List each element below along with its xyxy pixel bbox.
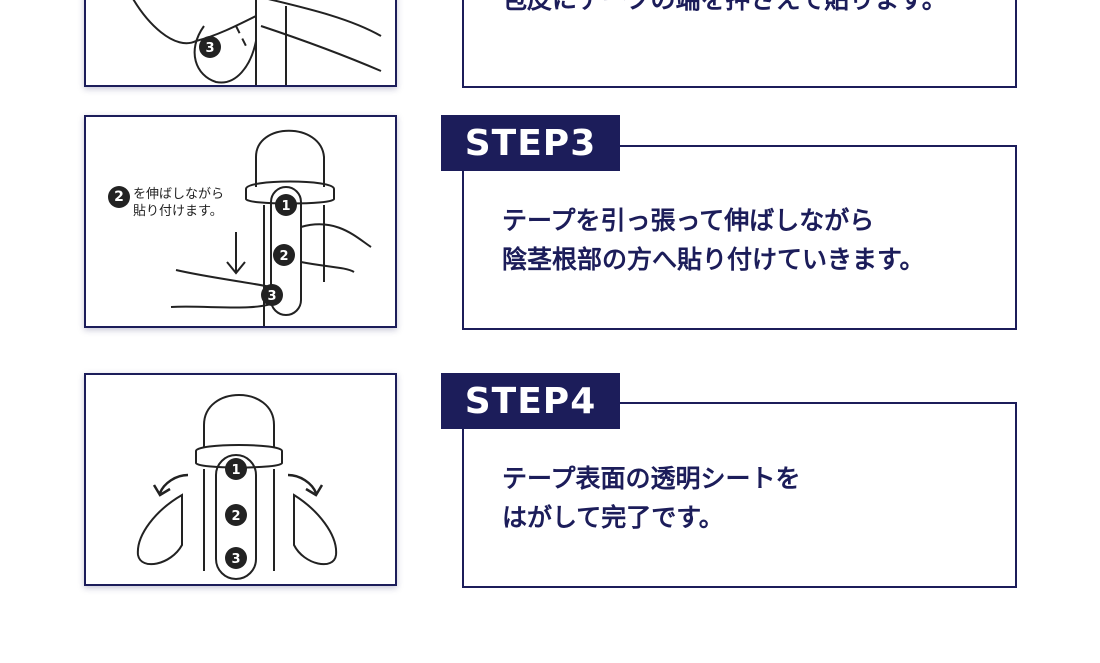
step3-drawing: 1 2 3: [170, 129, 372, 326]
step4-description: テープ表面の透明シートを はがして完了です。: [502, 464, 801, 532]
step4-label: STEP4: [441, 373, 620, 429]
step2-box: 包皮にテープの端を押さえて貼ります。: [462, 0, 1017, 88]
svg-text:1: 1: [231, 463, 240, 478]
step2-marker-3: 3: [199, 36, 221, 58]
step4-marker-2: 2: [225, 504, 247, 526]
svg-text:1: 1: [281, 199, 290, 214]
step4-marker-1: 1: [225, 458, 247, 480]
step2-illustration: 3: [84, 0, 397, 87]
step4-drawing: 1 2 3: [136, 394, 338, 580]
step4-box: テープ表面の透明シートを はがして完了です。: [462, 402, 1017, 588]
curved-arrow-right-icon: [287, 473, 324, 497]
svg-text:3: 3: [267, 289, 276, 304]
step4-illustration: 1 2 3: [84, 373, 397, 586]
step3-note-marker: 2: [108, 186, 130, 208]
step4-marker-3: 3: [225, 547, 247, 569]
step3-box: テープを引っ張って伸ばしながら 陰茎根部の方へ貼り付けていきます。: [462, 145, 1017, 330]
svg-text:3: 3: [231, 552, 240, 567]
step2-drawing: 3: [132, 0, 382, 85]
step3-marker-1: 1: [275, 194, 297, 216]
svg-text:3: 3: [205, 41, 214, 56]
step2-description: 包皮にテープの端を押さえて貼ります。: [502, 0, 947, 19]
step3-note-text: を伸ばしながら 貼り付けます。: [133, 187, 225, 219]
step3-label: STEP3: [441, 115, 620, 171]
step3-description: テープを引っ張って伸ばしながら 陰茎根部の方へ貼り付けていきます。: [502, 206, 925, 274]
step3-marker-3: 3: [261, 284, 283, 306]
svg-text:2: 2: [231, 509, 240, 524]
svg-text:2: 2: [279, 249, 288, 264]
curved-arrow-left-icon: [152, 473, 189, 497]
step3-marker-2: 2: [273, 244, 295, 266]
